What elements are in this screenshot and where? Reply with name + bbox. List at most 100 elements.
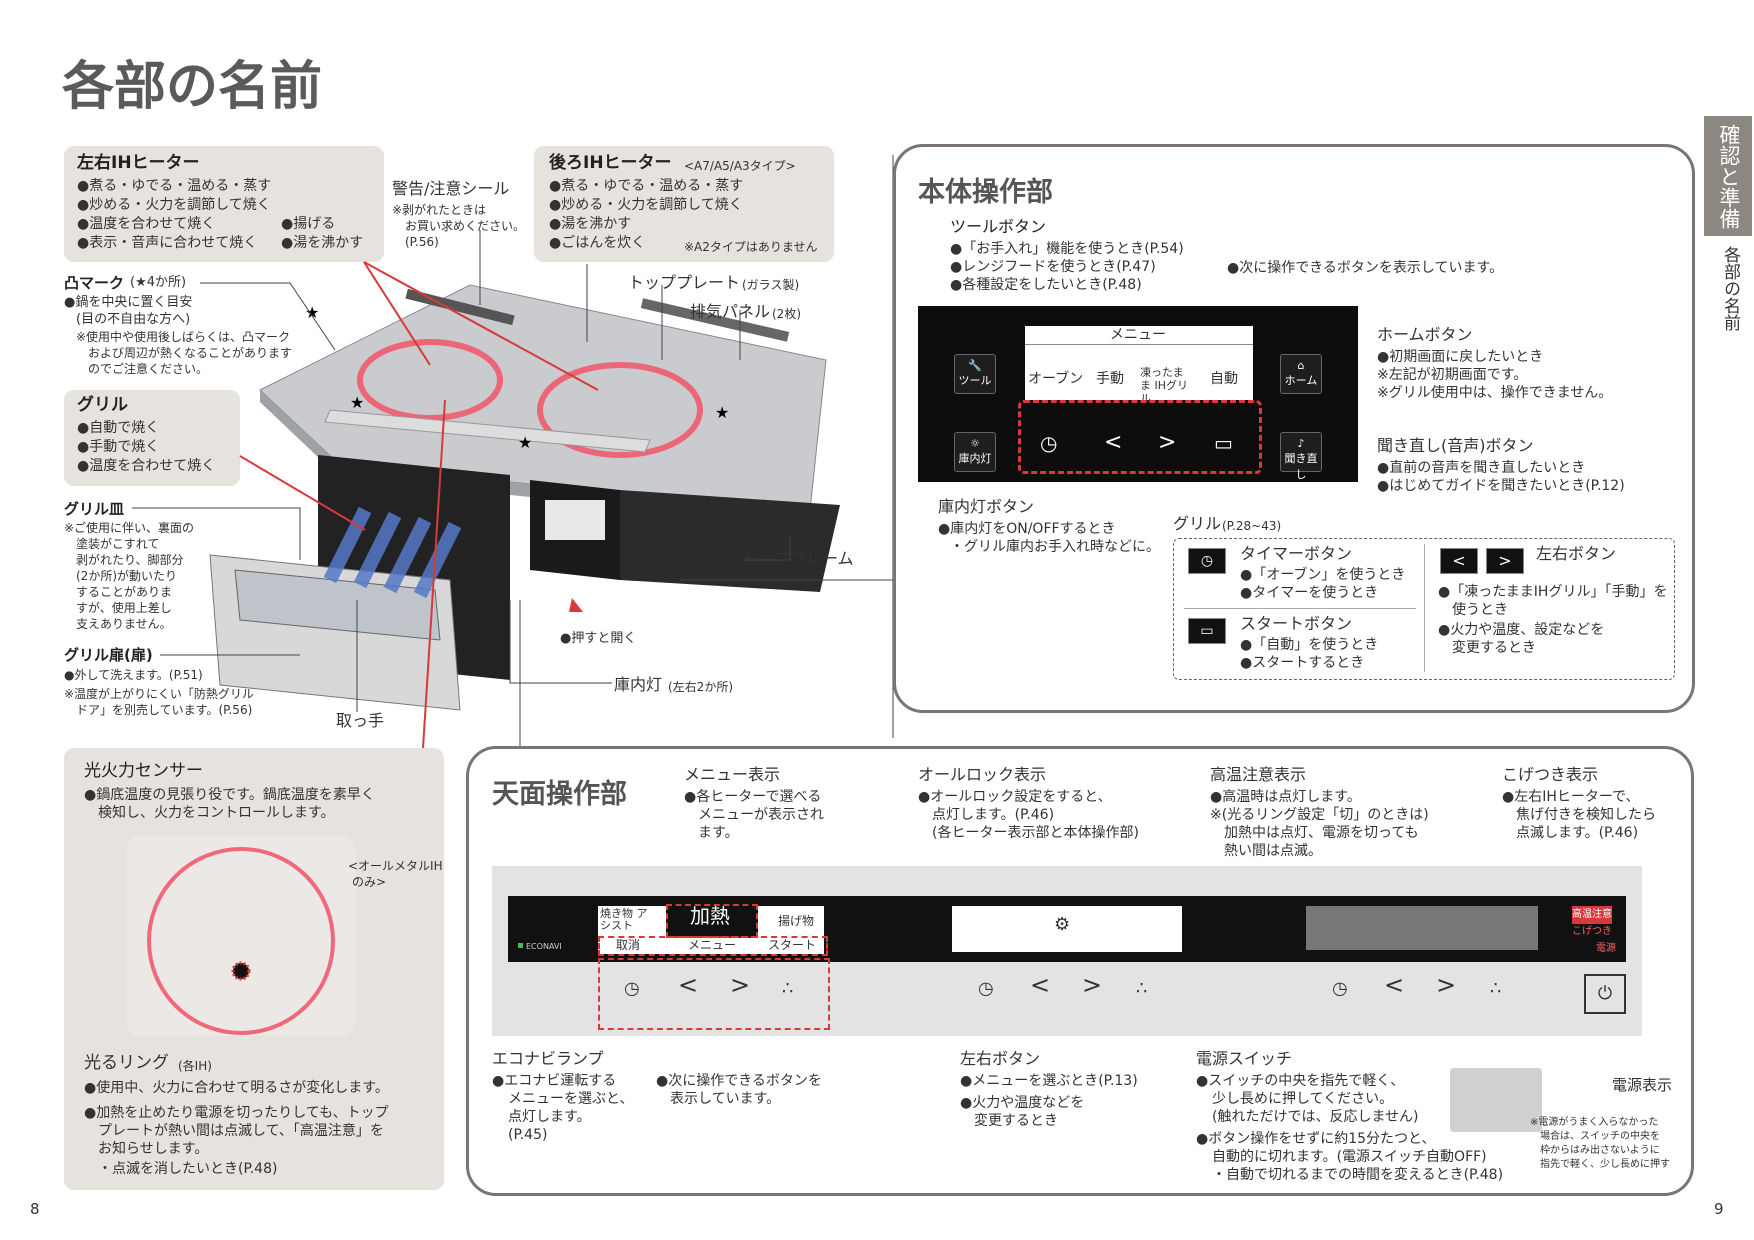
ring-line: ・点滅を消したいとき(P.48) <box>98 1161 278 1177</box>
interior-light-suffix: (左右2か所) <box>668 680 733 694</box>
menu-item-oven[interactable]: オーブン <box>1028 371 1084 387</box>
left-heat-key[interactable]: ∴ <box>782 978 794 999</box>
econavi-line: 点灯します。 <box>508 1109 591 1125</box>
side-tab[interactable] <box>1704 116 1752 236</box>
menu-display-title: メニュー表示 <box>684 765 781 784</box>
hot-indicator: 高温注意 <box>1572 906 1612 924</box>
timer-key[interactable]: ◷ <box>1040 431 1058 455</box>
tool-button[interactable]: 🔧 ツール <box>954 354 996 394</box>
menu-item-manual[interactable]: 手動 <box>1096 371 1124 387</box>
left-left-key[interactable]: < <box>678 971 699 999</box>
grill-plate-line: すが、使用上差し <box>76 601 172 615</box>
home-button-line: ※グリル使用中は、操作できません。 <box>1377 385 1613 401</box>
menu-item-auto[interactable]: 自動 <box>1210 371 1238 387</box>
listen-label: 聞き直し <box>1284 452 1318 481</box>
lr-button-title: 左右ボタン <box>1536 544 1617 563</box>
scorch-indicator: こげつき <box>1572 926 1612 937</box>
svg-text:★: ★ <box>350 393 364 412</box>
scorch-line: 点滅します。(P.46) <box>1516 825 1639 841</box>
power-display-title: 電源表示 <box>1612 1076 1673 1094</box>
alllock-line: 点灯します。(P.46) <box>932 807 1055 823</box>
top-next-note: 表示しています。 <box>670 1091 781 1107</box>
cooktop-illustration: ★ ★ ★ ★ <box>209 284 840 711</box>
power-switch[interactable]: ⏻ <box>1584 974 1626 1014</box>
rear-heat-key[interactable]: ∴ <box>1136 978 1148 999</box>
home-button[interactable]: ⌂ ホーム <box>1280 354 1322 394</box>
power-photo <box>1450 1068 1542 1132</box>
top-next-note: ●次に操作できるボタンを <box>656 1073 822 1089</box>
lr-button-line: ●「凍ったままIHグリル」「手動」を <box>1438 584 1668 600</box>
sensor-title: 光火力センサー <box>84 761 203 781</box>
power-icon: ⏻ <box>1597 983 1613 1004</box>
home-label: ホーム <box>1284 374 1318 387</box>
tool-label: ツール <box>958 374 992 387</box>
listen-button-line: ●はじめてガイドを聞きたいとき(P.12) <box>1377 478 1625 494</box>
power-line: (触れただけでは、反応しません) <box>1212 1109 1419 1125</box>
rear-right-key[interactable]: > <box>1082 971 1103 999</box>
power-note: 場合は、スイッチの中央を <box>1540 1131 1660 1142</box>
light-button[interactable]: ☼庫内灯 <box>954 432 996 472</box>
left-ih-title: 左右IHヒーター <box>77 153 200 173</box>
grill-item: ●手動で焼く <box>77 439 160 455</box>
top-lr-title: 左右ボタン <box>960 1049 1041 1068</box>
exhaust-title: 排気パネル <box>690 302 771 321</box>
left-right-key[interactable]: > <box>730 971 751 999</box>
menu-display-line: ●各ヒーターで選べる <box>684 789 822 805</box>
grill-assist-label: 焼き物 アシスト <box>600 907 648 932</box>
light-button-line: ・グリル庫内お手入れ時などに。 <box>950 539 1160 555</box>
menu-screen <box>1025 326 1253 400</box>
page-number-left: 8 <box>30 1200 40 1218</box>
grill-ref-title: グリル <box>1173 514 1222 533</box>
top-lr-line: 変更するとき <box>974 1113 1058 1129</box>
menu-divider <box>1025 344 1253 345</box>
right-timer-key[interactable]: ◷ <box>1332 978 1348 999</box>
top-lr-line: ●火力や温度などを <box>960 1095 1085 1111</box>
right-key[interactable]: > <box>1158 430 1177 455</box>
power-line: 自動的に切れます。(電源スイッチ自動OFF) <box>1212 1149 1487 1165</box>
grill-plate-line: 支えありません。 <box>76 617 172 631</box>
left-timer-key[interactable]: ◷ <box>624 978 640 999</box>
power-note: 枠からはみ出さないように <box>1540 1145 1660 1156</box>
ring-line: お知らせします。 <box>98 1141 209 1157</box>
right-heat-key[interactable]: ∴ <box>1490 978 1502 999</box>
body-keys-dashed <box>1018 400 1262 474</box>
home-icon: ⌂ <box>1297 359 1305 372</box>
grill-ref-suffix: (P.28~43) <box>1222 519 1282 533</box>
rear-ih-item: ●湯を沸かす <box>549 216 632 232</box>
right-left-key[interactable]: < <box>1384 971 1405 999</box>
timer-button-line: ●タイマーを使うとき <box>1240 585 1379 601</box>
menu-display-line: メニューが表示され <box>698 807 824 823</box>
allmetal-note: <オールメタルIH <box>348 859 443 873</box>
svg-text:★: ★ <box>518 433 532 452</box>
wrench-icon: 🔧 <box>968 359 982 372</box>
hot-line: ●高温時は点灯します。 <box>1210 789 1361 805</box>
grill-door-line: ドア」を別売しています。(P.56) <box>76 703 253 717</box>
top-ops-title: 天面操作部 <box>492 779 627 810</box>
scorch-title: こげつき表示 <box>1502 765 1599 784</box>
grill-door-line: ●外して洗えます。(P.51) <box>64 668 203 682</box>
right-right-key[interactable]: > <box>1436 971 1457 999</box>
sensor-line: ●鍋底温度の見張り役です。鍋底温度を素早く <box>84 787 375 803</box>
econavi-line: ●エコナビ運転する <box>492 1073 617 1089</box>
start-key[interactable]: ▭ <box>1214 431 1233 455</box>
rear-ih-panel <box>534 146 834 262</box>
start-button-line: ●「自動」を使うとき <box>1240 637 1379 653</box>
left-key[interactable]: < <box>1104 430 1123 455</box>
econavi-line: (P.45) <box>508 1127 548 1143</box>
left-ih-item: ●温度を合わせて焼く <box>77 216 216 232</box>
alllock-line: (各ヒーター表示部と本体操作部) <box>932 825 1139 841</box>
start-label: スタート <box>768 938 817 952</box>
lr-button-line: 変更するとき <box>1452 640 1536 656</box>
side-tab-sub: 各部の名前 <box>1720 246 1740 331</box>
listen-button[interactable]: ♪聞き直し <box>1280 432 1322 481</box>
top-plate-suffix: (ガラス製) <box>742 278 800 292</box>
menu-item-frozen[interactable]: 凍ったまま IHグリル <box>1140 366 1189 405</box>
warning-seal-note: ※剥がれたときは <box>392 203 487 217</box>
ring-line: プレートが熱い間は点滅して、「高温注意」を <box>98 1123 384 1139</box>
ring-line: ●使用中、火力に合わせて明るさが変化します。 <box>84 1080 389 1096</box>
scorch-line: 焦げ付きを検知したら <box>1516 807 1656 823</box>
left-ih-item: ●表示・音声に合わせて焼く <box>77 235 258 251</box>
rear-timer-key[interactable]: ◷ <box>978 978 994 999</box>
rear-left-key[interactable]: < <box>1030 971 1051 999</box>
